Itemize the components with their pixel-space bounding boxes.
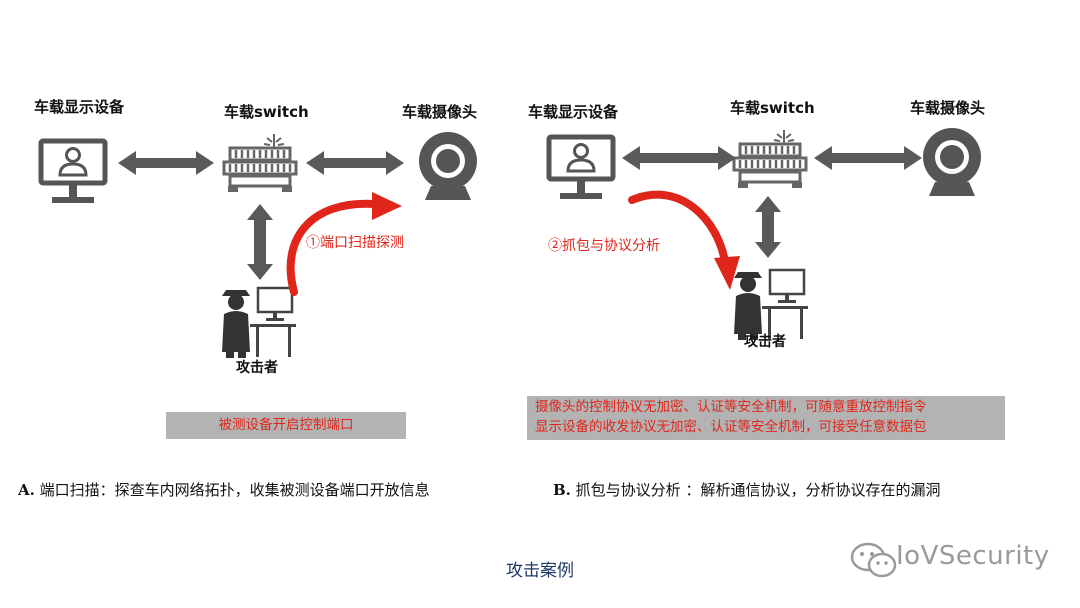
link-arrows [118,151,404,296]
watermark-text: IoVSecurity [896,541,1050,571]
display-device-label: 车载显示设备 [34,98,125,116]
note-line: 被测设备开启控制端口 [218,417,354,433]
wechat-icon [850,542,897,578]
attacker-label: 攻击者 [236,360,278,376]
switch-camera-arrow [306,151,404,175]
footer-title: 攻击案例 [506,561,574,581]
switch-label: 车载switch [730,99,815,117]
display-switch-arrow [118,151,214,175]
note-line-2: 显示设备的收发协议无加密、认证等安全机制，可接受任意数据包 [535,419,927,435]
caption-prefix: B. [553,481,571,499]
step-label: ②抓包与协议分析 [548,238,660,254]
camera-label: 车载摄像头 [910,99,986,117]
switch-attacker-arrow [247,204,273,280]
scan-curve-arrow [286,199,379,296]
caption: B. 抓包与协议分析 ：解析通信协议，分析协议存在的漏洞 [553,479,940,500]
switch-camera-arrow [814,146,922,170]
caption: A. 端口扫描：探查车内网络拓扑，收集被测设备端口开放信息 [18,479,430,500]
capture-curve-arrow [628,190,729,266]
display-device-label: 车载显示设备 [528,103,619,121]
display-switch-arrow [622,146,736,170]
caption-prefix: A. [18,481,35,499]
camera-label: 车载摄像头 [402,103,478,121]
note-line-1: 摄像头的控制协议无加密、认证等安全机制，可随意重放控制指令 [535,399,927,415]
link-arrows [622,146,922,290]
switch-attacker-arrow [755,196,781,258]
attacker-label: 攻击者 [744,334,786,350]
caption-text: 抓包与协议分析 ：解析通信协议，分析协议存在的漏洞 [570,481,941,499]
switch-label: 车载switch [224,103,309,121]
note-box: 被测设备开启控制端口 [166,412,406,439]
caption-text: 端口扫描：探查车内网络拓扑，收集被测设备端口开放信息 [34,481,430,499]
step-label: ①端口扫描探测 [306,235,404,251]
note-box: 摄像头的控制协议无加密、认证等安全机制，可随意重放控制指令 显示设备的收发协议无… [527,396,1005,440]
